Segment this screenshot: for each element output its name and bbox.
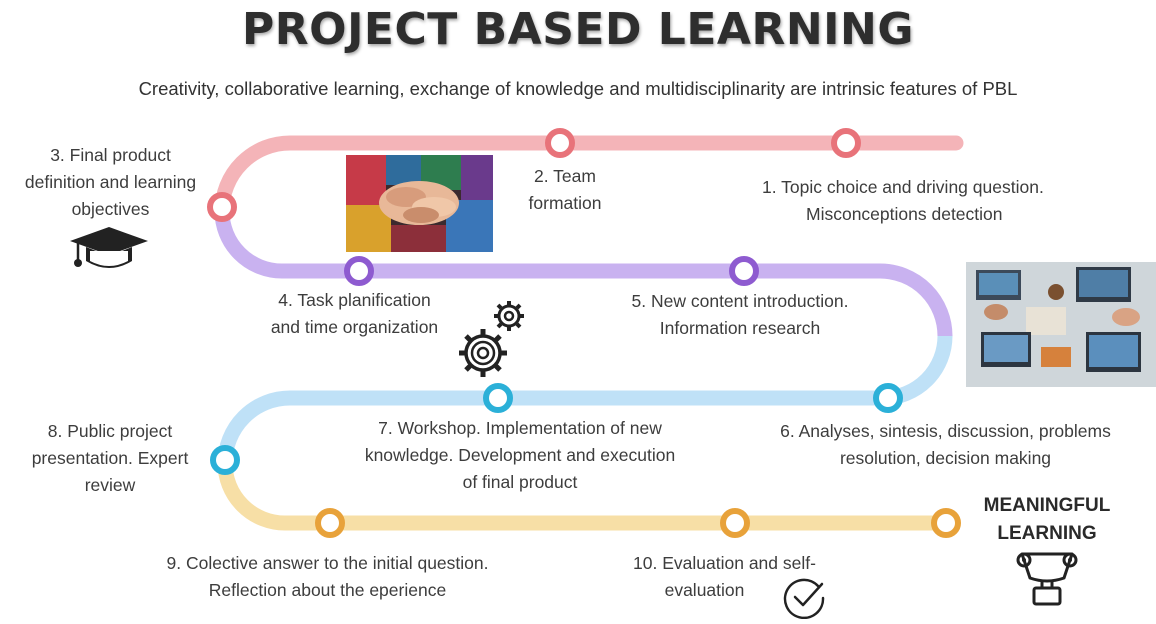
step-8-label: 8. Public project presentation. Expert r… xyxy=(31,421,189,495)
step-2-label: 2. Team formation xyxy=(528,166,602,213)
node-step-3 xyxy=(207,192,237,222)
node-step-10 xyxy=(720,508,750,538)
node-step-9 xyxy=(315,508,345,538)
page-subtitle: Creativity, collaborative learning, exch… xyxy=(138,78,1018,99)
team-working-photo xyxy=(966,262,1156,387)
node-step-4 xyxy=(344,256,374,286)
track-segment-purple xyxy=(214,210,953,337)
node-step-6 xyxy=(873,383,903,413)
step-6-label: 6. Analyses, sintesis, discussion, probl… xyxy=(780,421,1111,468)
trophy-icon xyxy=(1014,550,1080,611)
checkmark-circle-icon xyxy=(782,576,828,624)
node-step-8 xyxy=(210,445,240,475)
node-outcome xyxy=(931,508,961,538)
track-segment-blue xyxy=(217,335,953,464)
track-segment-yellow xyxy=(217,455,954,531)
step-10-label: 10. Evaluation and self- evaluation xyxy=(633,553,816,600)
step-9-label: 9. Colective answer to the initial quest… xyxy=(166,553,489,600)
node-step-7 xyxy=(483,383,513,413)
step-4-label: 4. Task planification and time organizat… xyxy=(270,290,439,337)
step-1-label: 1. Topic choice and driving question. Mi… xyxy=(762,177,1044,224)
gears-icon xyxy=(456,298,531,385)
graduation-cap-icon xyxy=(68,225,150,280)
page-title: PROJECT BASED LEARNING xyxy=(242,4,914,55)
node-step-5 xyxy=(729,256,759,286)
team-hands-photo xyxy=(346,155,493,252)
step-3-label: 3. Final product definition and learning… xyxy=(24,145,197,219)
node-step-1 xyxy=(831,128,861,158)
outcome-label: MEANINGFUL LEARNING xyxy=(983,495,1111,544)
node-step-2 xyxy=(545,128,575,158)
step-5-label: 5. New content introduction. Information… xyxy=(631,291,849,338)
step-7-label: 7. Workshop. Implementation of new knowl… xyxy=(364,418,676,492)
